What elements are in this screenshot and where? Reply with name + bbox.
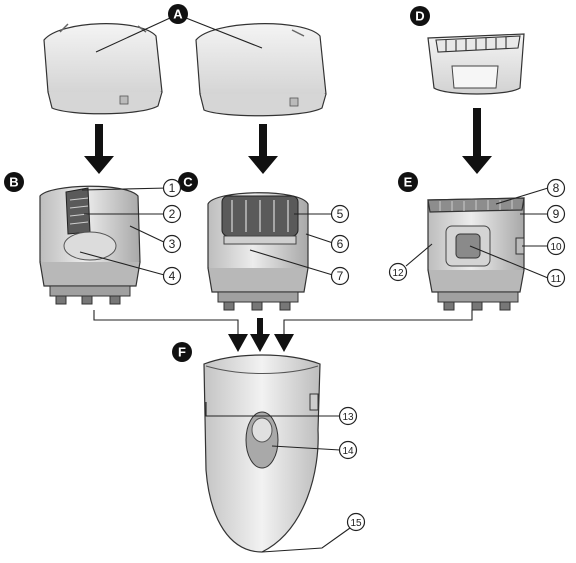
callout-6: 6 xyxy=(332,236,349,253)
callout-12: 12 xyxy=(390,264,407,281)
callout-2-label: 2 xyxy=(169,207,176,221)
callout-4: 4 xyxy=(164,268,181,285)
callout-9-label: 9 xyxy=(553,207,560,221)
badge-e-label: E xyxy=(404,175,413,190)
callout-7: 7 xyxy=(332,268,349,285)
badge-c-label: C xyxy=(183,175,193,190)
callout-1: 1 xyxy=(164,180,181,197)
badge-d: D xyxy=(410,6,430,26)
epilator-head-b xyxy=(40,186,140,304)
callout-7-label: 7 xyxy=(337,269,344,283)
callout-3-label: 3 xyxy=(169,237,176,251)
badge-b-label: B xyxy=(9,175,18,190)
callout-10: 10 xyxy=(548,238,565,255)
callout-14-label: 14 xyxy=(342,446,354,457)
trimmer-comb-d xyxy=(428,34,524,94)
badge-d-label: D xyxy=(415,9,424,24)
arrow-d-to-e xyxy=(462,108,492,174)
arrow-a-to-c xyxy=(248,124,278,174)
badge-e: E xyxy=(398,172,418,192)
callout-14: 14 xyxy=(340,442,357,459)
epilator-head-c xyxy=(208,193,308,310)
badge-b: B xyxy=(4,172,24,192)
shaver-head-e xyxy=(428,198,524,310)
callout-11: 11 xyxy=(548,270,565,287)
cap-a-left xyxy=(44,24,162,114)
callout-4-label: 4 xyxy=(169,269,176,283)
badge-f-label: F xyxy=(178,345,186,360)
callout-15-label: 15 xyxy=(350,518,362,529)
callout-9: 9 xyxy=(548,206,565,223)
callout-2: 2 xyxy=(164,206,181,223)
callout-8-label: 8 xyxy=(553,181,560,195)
badge-a-label: A xyxy=(173,7,183,22)
callout-1-label: 1 xyxy=(169,181,176,195)
cap-a-right xyxy=(196,24,326,116)
callout-12-label: 12 xyxy=(392,268,404,279)
callout-13-label: 13 xyxy=(342,412,354,423)
callout-5: 5 xyxy=(332,206,349,223)
callout-3: 3 xyxy=(164,236,181,253)
main-body-f xyxy=(204,355,320,552)
badge-f: F xyxy=(172,342,192,362)
badge-a: A xyxy=(168,4,188,24)
callout-8: 8 xyxy=(548,180,565,197)
arrow-a-to-b xyxy=(84,124,114,174)
callout-13: 13 xyxy=(340,408,357,425)
connector-arrows xyxy=(94,310,472,352)
callout-5-label: 5 xyxy=(337,207,344,221)
callout-10-label: 10 xyxy=(550,242,562,253)
callout-11-label: 11 xyxy=(551,274,562,285)
callout-6-label: 6 xyxy=(337,237,344,251)
callout-15: 15 xyxy=(348,514,365,531)
